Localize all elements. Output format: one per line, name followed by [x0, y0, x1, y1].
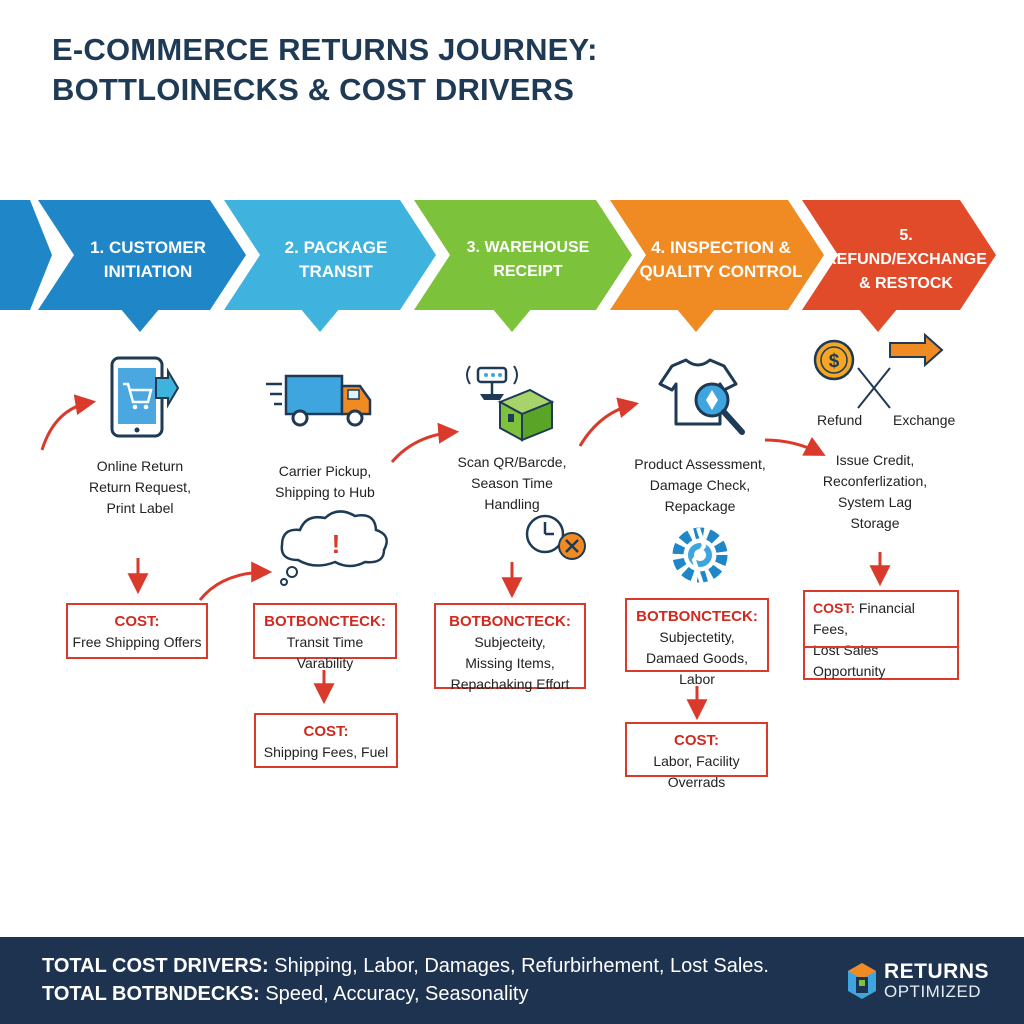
footer-cost-label: TOTAL COST DRIVERS: [42, 955, 269, 977]
box-body: Shipping Fees, Fuel [263, 744, 389, 760]
brand-tagline: OPTIMIZED [884, 982, 982, 1001]
title-line-1: E-COMMERCE RETURNS JOURNEY: [52, 32, 598, 67]
stage-description-4: Product Assessment, Damage Check, Repack… [634, 456, 766, 514]
footer-bar: TOTAL COST DRIVERS: Shipping, Labor, Dam… [0, 937, 1024, 1024]
stage-chevron-1 [38, 200, 246, 310]
box-heading: BOTBONCTECK: [636, 608, 758, 625]
flow-arrows [40, 394, 891, 721]
clock-delay-icon [525, 514, 586, 560]
stage-description-5: Issue Credit, Reconferlization, System L… [822, 452, 928, 531]
brand-name: RETURNS [884, 960, 990, 983]
cost-box-stage-1: COST: Free Shipping Offers [66, 603, 208, 659]
curved-arrow-1 [40, 394, 97, 451]
box-heading: BOTBONCTECK: [449, 613, 571, 630]
stage-label-5: 5. REFUND/EXCHANGE & RESTOCK [825, 227, 987, 292]
refund-label: Refund [817, 412, 863, 428]
curved-arrow-2 [390, 422, 460, 463]
broken-gear-icon [672, 527, 728, 585]
alert-cloud-icon: ! [280, 510, 388, 586]
box-body: Subjectetity, Damaed Goods, Labor [646, 629, 748, 687]
stage-description-3: Scan QR/Barcde, Season Time Handling [457, 454, 567, 512]
stage-chevron-5 [802, 200, 996, 310]
stage-chevron-4 [610, 200, 824, 310]
stage-pointer-2 [300, 308, 340, 332]
stage-pointer-4 [676, 308, 716, 332]
stage-label-1: 1. CUSTOMER INITIATION [90, 238, 206, 281]
coin-exchange-icon: $ [813, 332, 944, 409]
footer-bottleneck-value: Speed, Accuracy, Seasonality [265, 983, 529, 1005]
box-divider [805, 646, 957, 648]
curved-arrow-3 [578, 397, 640, 447]
page-title: E-COMMERCE RETURNS JOURNEY: BOTTLOINECKS… [52, 30, 952, 110]
curved-arrow-4 [764, 436, 826, 456]
delivery-truck-icon [266, 374, 372, 427]
shirt-magnifier-icon [658, 358, 745, 435]
stage-pointer-3 [492, 308, 532, 332]
smartphone-cart-icon [110, 356, 180, 438]
box-body: Labor, Facility Overrads [653, 753, 740, 790]
svg-text:$: $ [829, 351, 840, 372]
stage-chevron-3 [414, 200, 632, 310]
stage-pointer-5 [858, 308, 898, 332]
bottleneck-box-stage-2: BOTBONCTECK: Transit Time Varability [253, 603, 397, 671]
scanner-box-icon [466, 365, 555, 442]
stage-label-3: 3. WAREHOUSE RECEIPT [466, 239, 590, 280]
stage-description-2: Carrier Pickup, Shipping to Hub [275, 463, 375, 500]
brand-logo: RETURNS OPTIMIZED [846, 958, 1016, 1006]
stage-chevron-bar [0, 200, 996, 332]
stage-pointer-1 [120, 308, 160, 332]
cost-box-stage-2: COST: Shipping Fees, Fuel [254, 713, 398, 768]
stage-description-1: Online Return Return Request, Print Labe… [89, 458, 191, 516]
box-body: Subjecteity, Missing Items, Repachaking … [450, 634, 570, 692]
cost-box-stage-5: COST: Financial Fees, Lost Sales Opportu… [803, 590, 959, 680]
box-heading: COST: [303, 723, 349, 740]
box-heading: COST: [813, 600, 855, 616]
bottleneck-box-stage-3: BOTBONCTECK: Subjecteity, Missing Items,… [434, 603, 586, 692]
footer-bottlenecks: TOTAL BOTBNDECKS: Speed, Accuracy, Seaso… [42, 983, 528, 1006]
box-heading: BOTBONCTECK: [264, 613, 386, 630]
stage-chevron-2 [224, 200, 436, 310]
brand-logo-icon [848, 963, 876, 999]
bottleneck-box-stage-4: BOTBONCTECK: Subjectetity, Damaed Goods,… [625, 598, 769, 687]
footer-cost-drivers: TOTAL COST DRIVERS: Shipping, Labor, Dam… [42, 955, 769, 978]
box-heading: COST: [674, 732, 719, 749]
box-body: Free Shipping Offers [72, 634, 202, 650]
title-line-2: BOTTLOINECKS & COST DRIVERS [52, 72, 575, 107]
stage-label-4: 4. INSPECTION & QUALITY CONTROL [639, 238, 803, 281]
exchange-label: Exchange [893, 412, 956, 428]
curved-arrow-5 [198, 561, 273, 601]
cost-box-stage-4: COST: Labor, Facility Overrads [625, 722, 768, 790]
box-heading: COST: [114, 613, 160, 630]
box-body: Transit Time Varability [286, 634, 364, 671]
footer-bottleneck-label: TOTAL BOTBNDECKS: [42, 983, 260, 1005]
stage-label-2: 2. PACKAGE TRANSIT [284, 238, 388, 281]
svg-text:!: ! [332, 529, 341, 559]
stage-chevron-0 [0, 200, 52, 310]
footer-cost-value: Shipping, Labor, Damages, Refurbirhement… [274, 955, 769, 977]
